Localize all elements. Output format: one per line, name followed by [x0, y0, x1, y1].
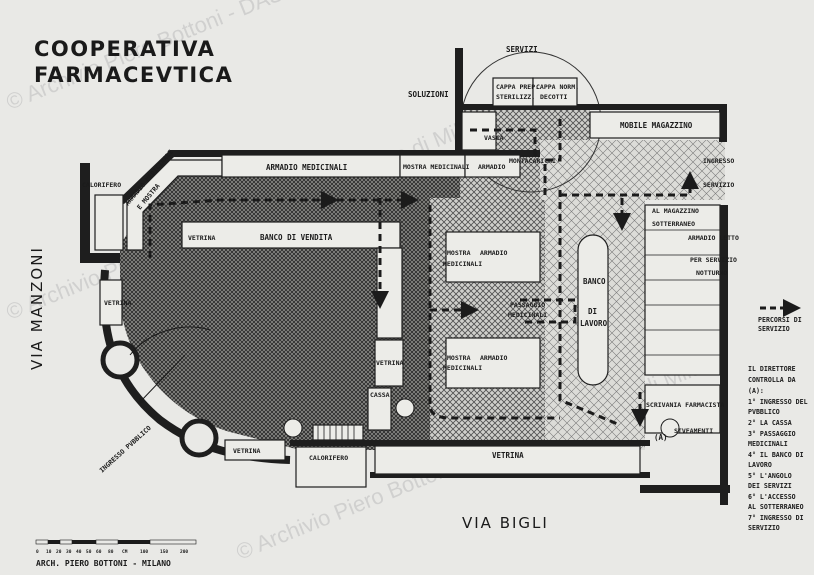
stool-1	[395, 398, 415, 418]
stair-lines	[317, 229, 720, 440]
label-cappa-norm-2: DECOTTI	[540, 93, 567, 101]
stool-2	[283, 418, 303, 438]
label-cassa: CASSA	[370, 391, 390, 399]
legend-note-line: (A):	[748, 387, 764, 395]
scale-tick: 150	[160, 549, 168, 555]
label-soluzioni: SOLUZIONI	[408, 90, 449, 99]
label-ingresso-servizio-2: SERVIZIO	[703, 181, 734, 189]
label-mostra-medicinali-top: MOSTRA MEDICINALI	[403, 163, 470, 171]
legend-note-line: DEI SERVIZI	[748, 482, 792, 490]
column-left	[100, 340, 140, 380]
label-armadio-medicinali: ARMADIO MEDICINALI	[266, 163, 347, 172]
street-via-manzoni: VIA MANZONI	[28, 246, 46, 370]
label-cappa-prep-2: STERILIZZ.	[496, 93, 535, 101]
label-scrivania: SCRIVANIA FARMACISTA	[646, 401, 724, 409]
legend-note-line: 5° L'ANGOLO	[748, 472, 792, 480]
label-al-magazzino-1: AL MAGAZZINO	[652, 207, 699, 215]
legend-percorsi-1: PERCORSI DI	[758, 316, 802, 324]
label-calorifero-bottom: CALORIFERO	[309, 454, 348, 462]
furniture	[94, 77, 721, 488]
legend-note-line: CONTROLLA DA	[748, 376, 796, 384]
label-ingresso-pubblico: INGRESSO PVBBLICO	[98, 424, 153, 475]
scale-unit: CM	[122, 549, 128, 555]
scale-tick: 20	[56, 549, 62, 555]
legend-note-line: 2° LA CASSA	[748, 419, 792, 427]
label-passaggio-1: PASSAGGIO	[510, 301, 545, 309]
label-cappa-norm-1: CAPPA NORM.	[536, 83, 579, 91]
legend-note-line: 3° PASSAGGIO	[748, 430, 796, 438]
service-paths	[148, 115, 699, 427]
legend-note-line: 7° INGRESSO DI	[748, 514, 804, 522]
label-mostra-1b: MEDICINALI	[443, 260, 482, 268]
label-banco-vendita: BANCO DI VENDITA	[260, 233, 333, 242]
label-armadio-letto-2: PER SERVIZIO	[690, 256, 737, 264]
label-armadio-letto-1: ARMADIO LETTO	[688, 234, 739, 242]
title-line-2: FARMACEVTICA	[34, 63, 233, 87]
scale-tick: 50	[86, 549, 92, 555]
label-passaggio-2: MEDICINALI	[508, 311, 547, 319]
scale-tick: 80	[108, 549, 114, 555]
label-al-magazzino-2: SOTTERRANEO	[652, 220, 695, 228]
street-via-bigli: VIA BIGLI	[462, 514, 549, 532]
legend: PERCORSI DI SERVIZIO IL DIRETTORE CONTRO…	[748, 299, 808, 532]
label-armadio-letto-3: NOTTURNO	[696, 269, 727, 277]
label-vasca: VASCA	[484, 134, 504, 142]
label-marker-a: (A)	[654, 433, 668, 442]
legend-note-line: 6° L'ACCESSO	[748, 493, 796, 501]
scale-tick: 40	[76, 549, 82, 555]
label-mostra-2a: MOSTRA	[447, 354, 471, 362]
scale-tick: 30	[66, 549, 72, 555]
label-vetrina-bottom-left: VETRINA	[233, 447, 260, 455]
legend-note-line: PVBBLICO	[748, 408, 780, 416]
label-cappa-prep-1: CAPPA PREP.	[496, 83, 539, 91]
scale-tick: 10	[46, 549, 52, 555]
label-vetrina-counter: VETRINA	[188, 234, 215, 242]
scale-bar: 0 10 20 30 40 50 60 80 100 150 200 CM	[35, 539, 197, 555]
author-credit: ARCH. PIERO BOTTONI - MILANO	[36, 559, 171, 568]
title-line-1: COOPERATIVA	[34, 37, 215, 61]
label-banco-lavoro-1: BANCO	[583, 277, 606, 286]
label-banco-lavoro-2: DI	[588, 307, 597, 316]
legend-note-line: LAVORO	[748, 461, 772, 469]
label-stvfamenti: STVFAMENTI	[674, 427, 713, 435]
legend-percorsi-2: SERVIZIO	[758, 325, 790, 333]
plan-labels: SERVIZI SOLUZIONI CAPPA PREP. STERILIZZ.…	[82, 45, 739, 474]
label-armadio-top: ARMADIO	[478, 163, 505, 171]
label-vetrina-bottom: VETRINA	[492, 451, 524, 460]
label-montacarichi: MONTACARICHI	[509, 157, 556, 165]
scale-tick: 60	[96, 549, 102, 555]
legend-note-line: 1° INGRESSO DEL	[748, 398, 808, 406]
public-entry-arrows	[129, 326, 211, 405]
label-armadio-1: ARMADIO	[480, 249, 507, 257]
label-banco-lavoro-3: LAVORO	[580, 319, 608, 328]
stool-3	[660, 418, 680, 438]
label-ingresso-servizio-1: INGRESSO	[703, 157, 734, 165]
legend-note-line: MEDICINALI	[748, 440, 788, 448]
label-calorifero-top: CALORIFERO	[82, 181, 121, 189]
legend-note-line: 4° IL BANCO DI	[748, 451, 804, 459]
label-vetrina-inner: VETRINA	[376, 359, 403, 367]
column-bottom	[179, 418, 219, 458]
label-mostra-1a: MOSTRA	[447, 249, 471, 257]
scale-tick: 100	[140, 549, 148, 555]
label-servizi: SERVIZI	[506, 45, 538, 54]
scale-tick: 0	[36, 549, 39, 555]
legend-note-line: AL SOTTERRANEO	[748, 503, 804, 511]
label-mostra-2b: MEDICINALI	[443, 364, 482, 372]
label-armadio-2: ARMADIO	[480, 354, 507, 362]
label-mobile-magazzino: MOBILE MAGAZZINO	[620, 121, 693, 130]
scale-tick: 200	[180, 549, 188, 555]
legend-note-line: SERVIZIO	[748, 524, 780, 532]
label-vetrina-left: VETRINA	[104, 299, 131, 307]
legend-note-line: IL DIRETTORE	[748, 365, 796, 373]
